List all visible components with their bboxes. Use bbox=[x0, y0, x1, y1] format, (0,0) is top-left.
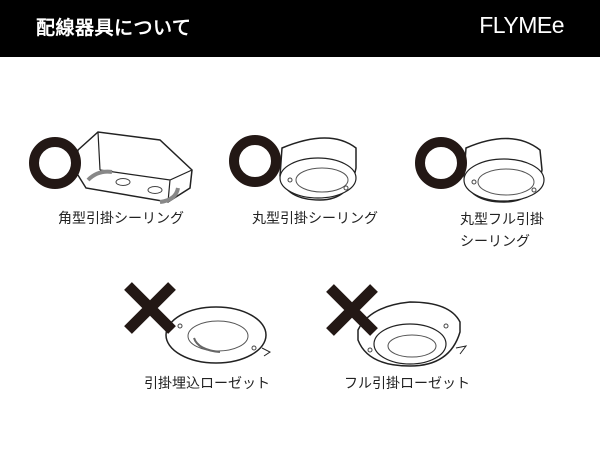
circle-ok-icon bbox=[229, 135, 281, 187]
fixture-full-rosette: フル引掛ローゼット bbox=[310, 270, 510, 410]
round-ceiling-illustration bbox=[279, 137, 357, 201]
fixture-round-ceiling: 丸型引掛シーリング bbox=[220, 110, 400, 250]
page-title: 配線器具について bbox=[36, 17, 192, 39]
brand-logo: FLYMEe bbox=[479, 12, 564, 38]
full-rosette-illustration bbox=[357, 301, 468, 367]
fixture-label: 角型引掛シーリング bbox=[58, 211, 184, 227]
embedded-rosette-illustration bbox=[165, 306, 271, 364]
circle-ok-icon bbox=[29, 137, 81, 189]
cross-ng-icon bbox=[124, 282, 176, 334]
round-full-ceiling-illustration bbox=[463, 137, 545, 203]
header-bar: 配線器具について FLYMEe bbox=[0, 0, 600, 57]
fixture-embedded-rosette: 引掛埋込ローゼット bbox=[110, 270, 310, 410]
fixture-label: 引掛埋込ローゼット bbox=[144, 376, 270, 392]
fixture-label-line2: シーリング bbox=[460, 234, 530, 250]
fixture-round-full-ceiling: 丸型フル引掛 シーリング bbox=[400, 110, 580, 260]
circle-ok-icon bbox=[415, 137, 467, 189]
fixture-square-ceiling: 角型引掛シーリング bbox=[20, 110, 220, 250]
fixture-label-line1: 丸型フル引掛 bbox=[460, 212, 544, 228]
cross-ng-icon bbox=[326, 284, 378, 336]
square-ceiling-illustration bbox=[75, 131, 193, 204]
fixture-label: フル引掛ローゼット bbox=[344, 376, 470, 392]
fixture-label: 丸型引掛シーリング bbox=[252, 211, 378, 227]
